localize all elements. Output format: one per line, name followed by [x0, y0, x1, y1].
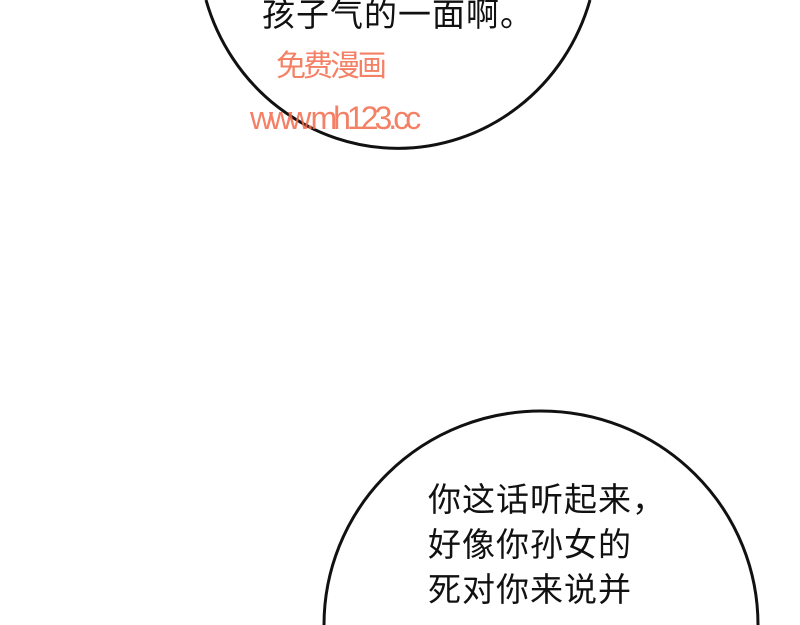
watermark-title: 免费漫画	[276, 50, 387, 83]
watermark-url: www.mh123.cc	[250, 100, 421, 136]
speech-bubble-bottom	[322, 409, 760, 625]
speech-line: 死对你来说并	[428, 570, 632, 609]
speech-line: 好像你孙女的	[428, 525, 632, 564]
speech-bubble-top	[204, 0, 592, 150]
speech-text-top: 孩子气的一面啊。	[262, 0, 534, 34]
speech-text-bottom: 你这话听起来， 好像你孙女的 死对你来说并	[428, 477, 666, 612]
speech-line: 你这话听起来，	[428, 480, 666, 519]
